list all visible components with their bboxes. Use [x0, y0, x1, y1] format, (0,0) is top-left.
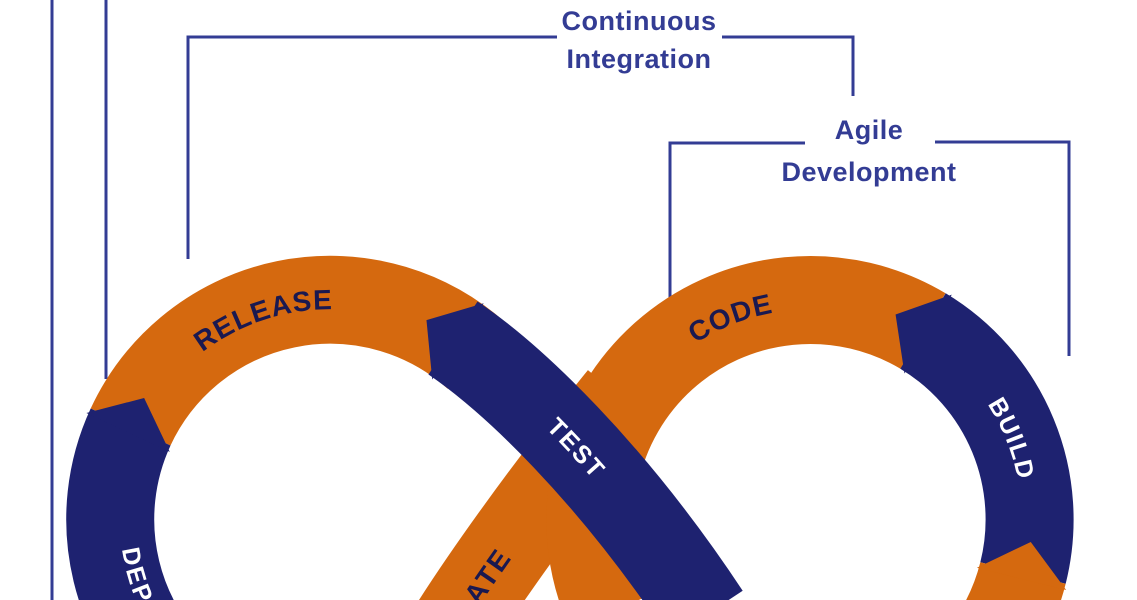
ci-label-line2: Integration — [567, 44, 712, 74]
ci-bracket-left — [186, 35, 557, 259]
agile-label-line2: Development — [781, 157, 956, 187]
release-segment — [90, 255, 507, 447]
agile-bracket-right — [935, 140, 1071, 356]
build-segment — [899, 293, 1074, 584]
deploy-segment — [66, 408, 174, 600]
orange-chevron-joint — [976, 541, 1067, 590]
test-segment — [428, 301, 743, 600]
navy-chevron-joint — [86, 397, 170, 452]
agile-bracket-left — [668, 141, 805, 305]
navy-chevron-joint — [895, 294, 952, 374]
post-build-segment — [966, 561, 1066, 600]
ci-label-line1: Continuous — [562, 6, 717, 36]
navy-chevron-joint — [426, 303, 484, 380]
agile-label-line1: Agile — [835, 115, 904, 145]
segment-chevrons — [86, 294, 1067, 590]
ci-bracket-right — [722, 35, 855, 96]
